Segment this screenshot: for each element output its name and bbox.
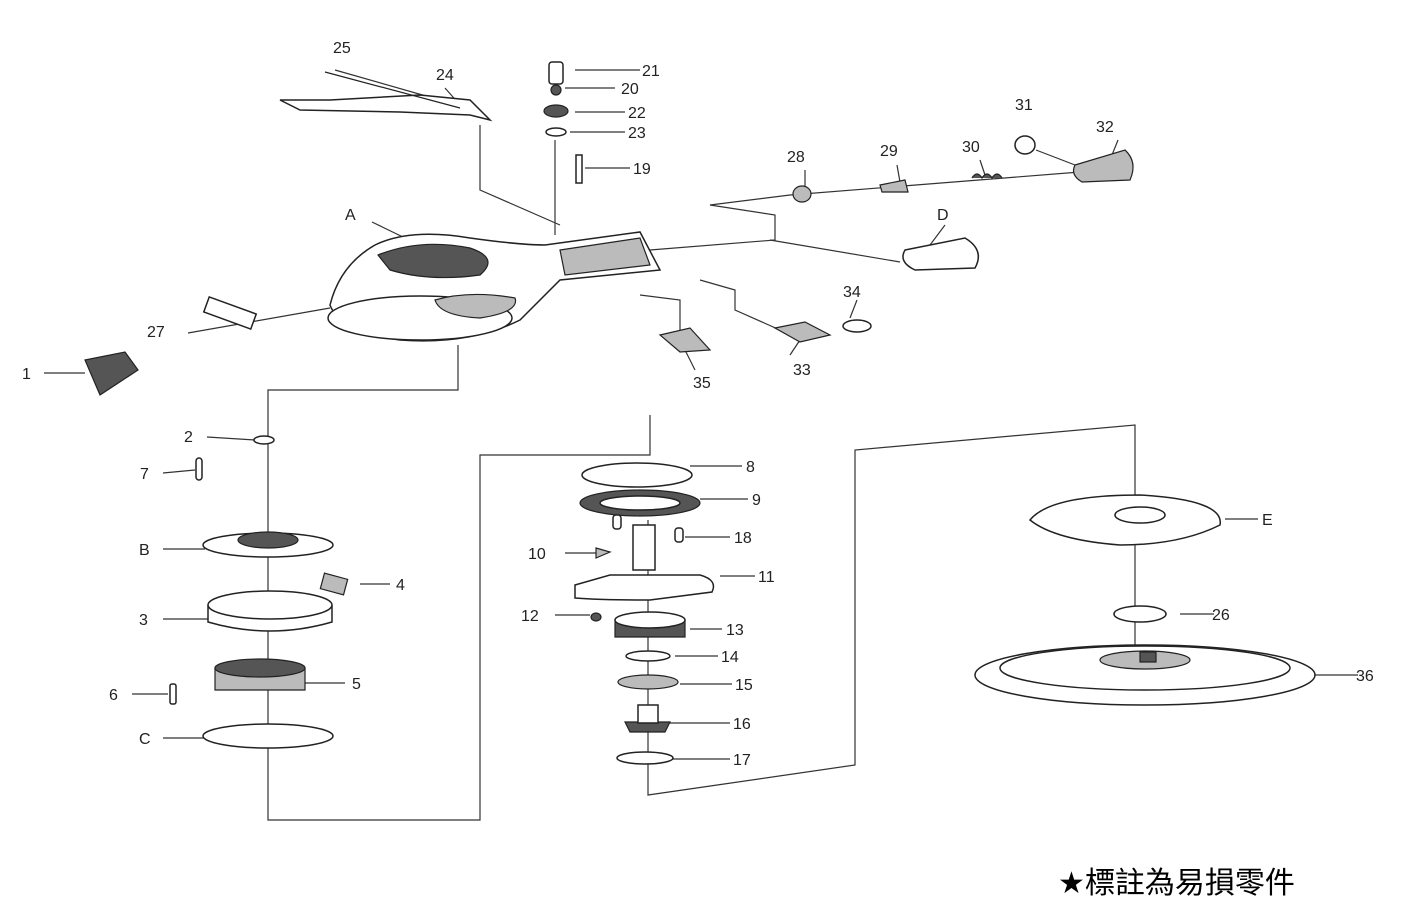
callout-25: 25 bbox=[333, 40, 351, 57]
callout-28: 28 bbox=[787, 149, 805, 166]
callout-33: 33 bbox=[793, 362, 811, 379]
callout-27: 27 bbox=[147, 324, 165, 341]
callout-a: A bbox=[345, 207, 356, 224]
callout-29: 29 bbox=[880, 143, 898, 160]
callout-14: 14 bbox=[721, 649, 739, 666]
callout-10: 10 bbox=[528, 546, 546, 563]
callout-6: 6 bbox=[109, 687, 118, 704]
callout-34: 34 bbox=[843, 284, 861, 301]
plate-c bbox=[202, 723, 334, 749]
assembly-lines bbox=[267, 125, 1136, 821]
callout-30: 30 bbox=[962, 139, 980, 156]
hose-d bbox=[902, 237, 980, 271]
callout-18: 18 bbox=[734, 530, 752, 547]
callout-labels: 25 24 21 20 22 23 19 31 32 28 29 30 A D … bbox=[22, 40, 1374, 769]
wear-parts-note: ★標註為易損零件 bbox=[1058, 866, 1295, 901]
callout-8: 8 bbox=[746, 459, 755, 476]
callout-32: 32 bbox=[1096, 119, 1114, 136]
callout-16: 16 bbox=[733, 716, 751, 733]
callout-2: 2 bbox=[184, 429, 193, 446]
exhaust-32 bbox=[1072, 149, 1134, 183]
callout-d: D bbox=[937, 207, 949, 224]
lever-24 bbox=[279, 94, 493, 122]
callout-23: 23 bbox=[628, 125, 646, 142]
callout-11: 11 bbox=[758, 569, 775, 586]
callout-36: 36 bbox=[1356, 668, 1374, 685]
callout-19: 19 bbox=[633, 161, 651, 178]
callout-e: E bbox=[1262, 512, 1273, 529]
leader-lines bbox=[44, 69, 1358, 760]
callout-24: 24 bbox=[436, 67, 454, 84]
callout-9: 9 bbox=[752, 492, 761, 509]
callout-13: 13 bbox=[726, 622, 744, 639]
callout-22: 22 bbox=[628, 105, 646, 122]
callout-12: 12 bbox=[521, 608, 539, 625]
switch-1 bbox=[84, 351, 139, 396]
callout-26: 26 bbox=[1212, 607, 1230, 624]
callout-15: 15 bbox=[735, 677, 753, 694]
callout-17: 17 bbox=[733, 752, 751, 769]
callout-35: 35 bbox=[693, 375, 711, 392]
parts bbox=[84, 61, 1316, 765]
callout-3: 3 bbox=[139, 612, 148, 629]
callout-c: C bbox=[139, 731, 151, 748]
callout-5: 5 bbox=[352, 676, 361, 693]
callout-7: 7 bbox=[140, 466, 149, 483]
callout-1: 1 bbox=[22, 366, 31, 383]
counterweight-11 bbox=[574, 574, 715, 601]
callout-21: 21 bbox=[642, 63, 660, 80]
callout-b: B bbox=[139, 542, 150, 559]
callout-31: 31 bbox=[1015, 97, 1033, 114]
callout-20: 20 bbox=[621, 81, 639, 98]
callout-4: 4 bbox=[396, 577, 405, 594]
